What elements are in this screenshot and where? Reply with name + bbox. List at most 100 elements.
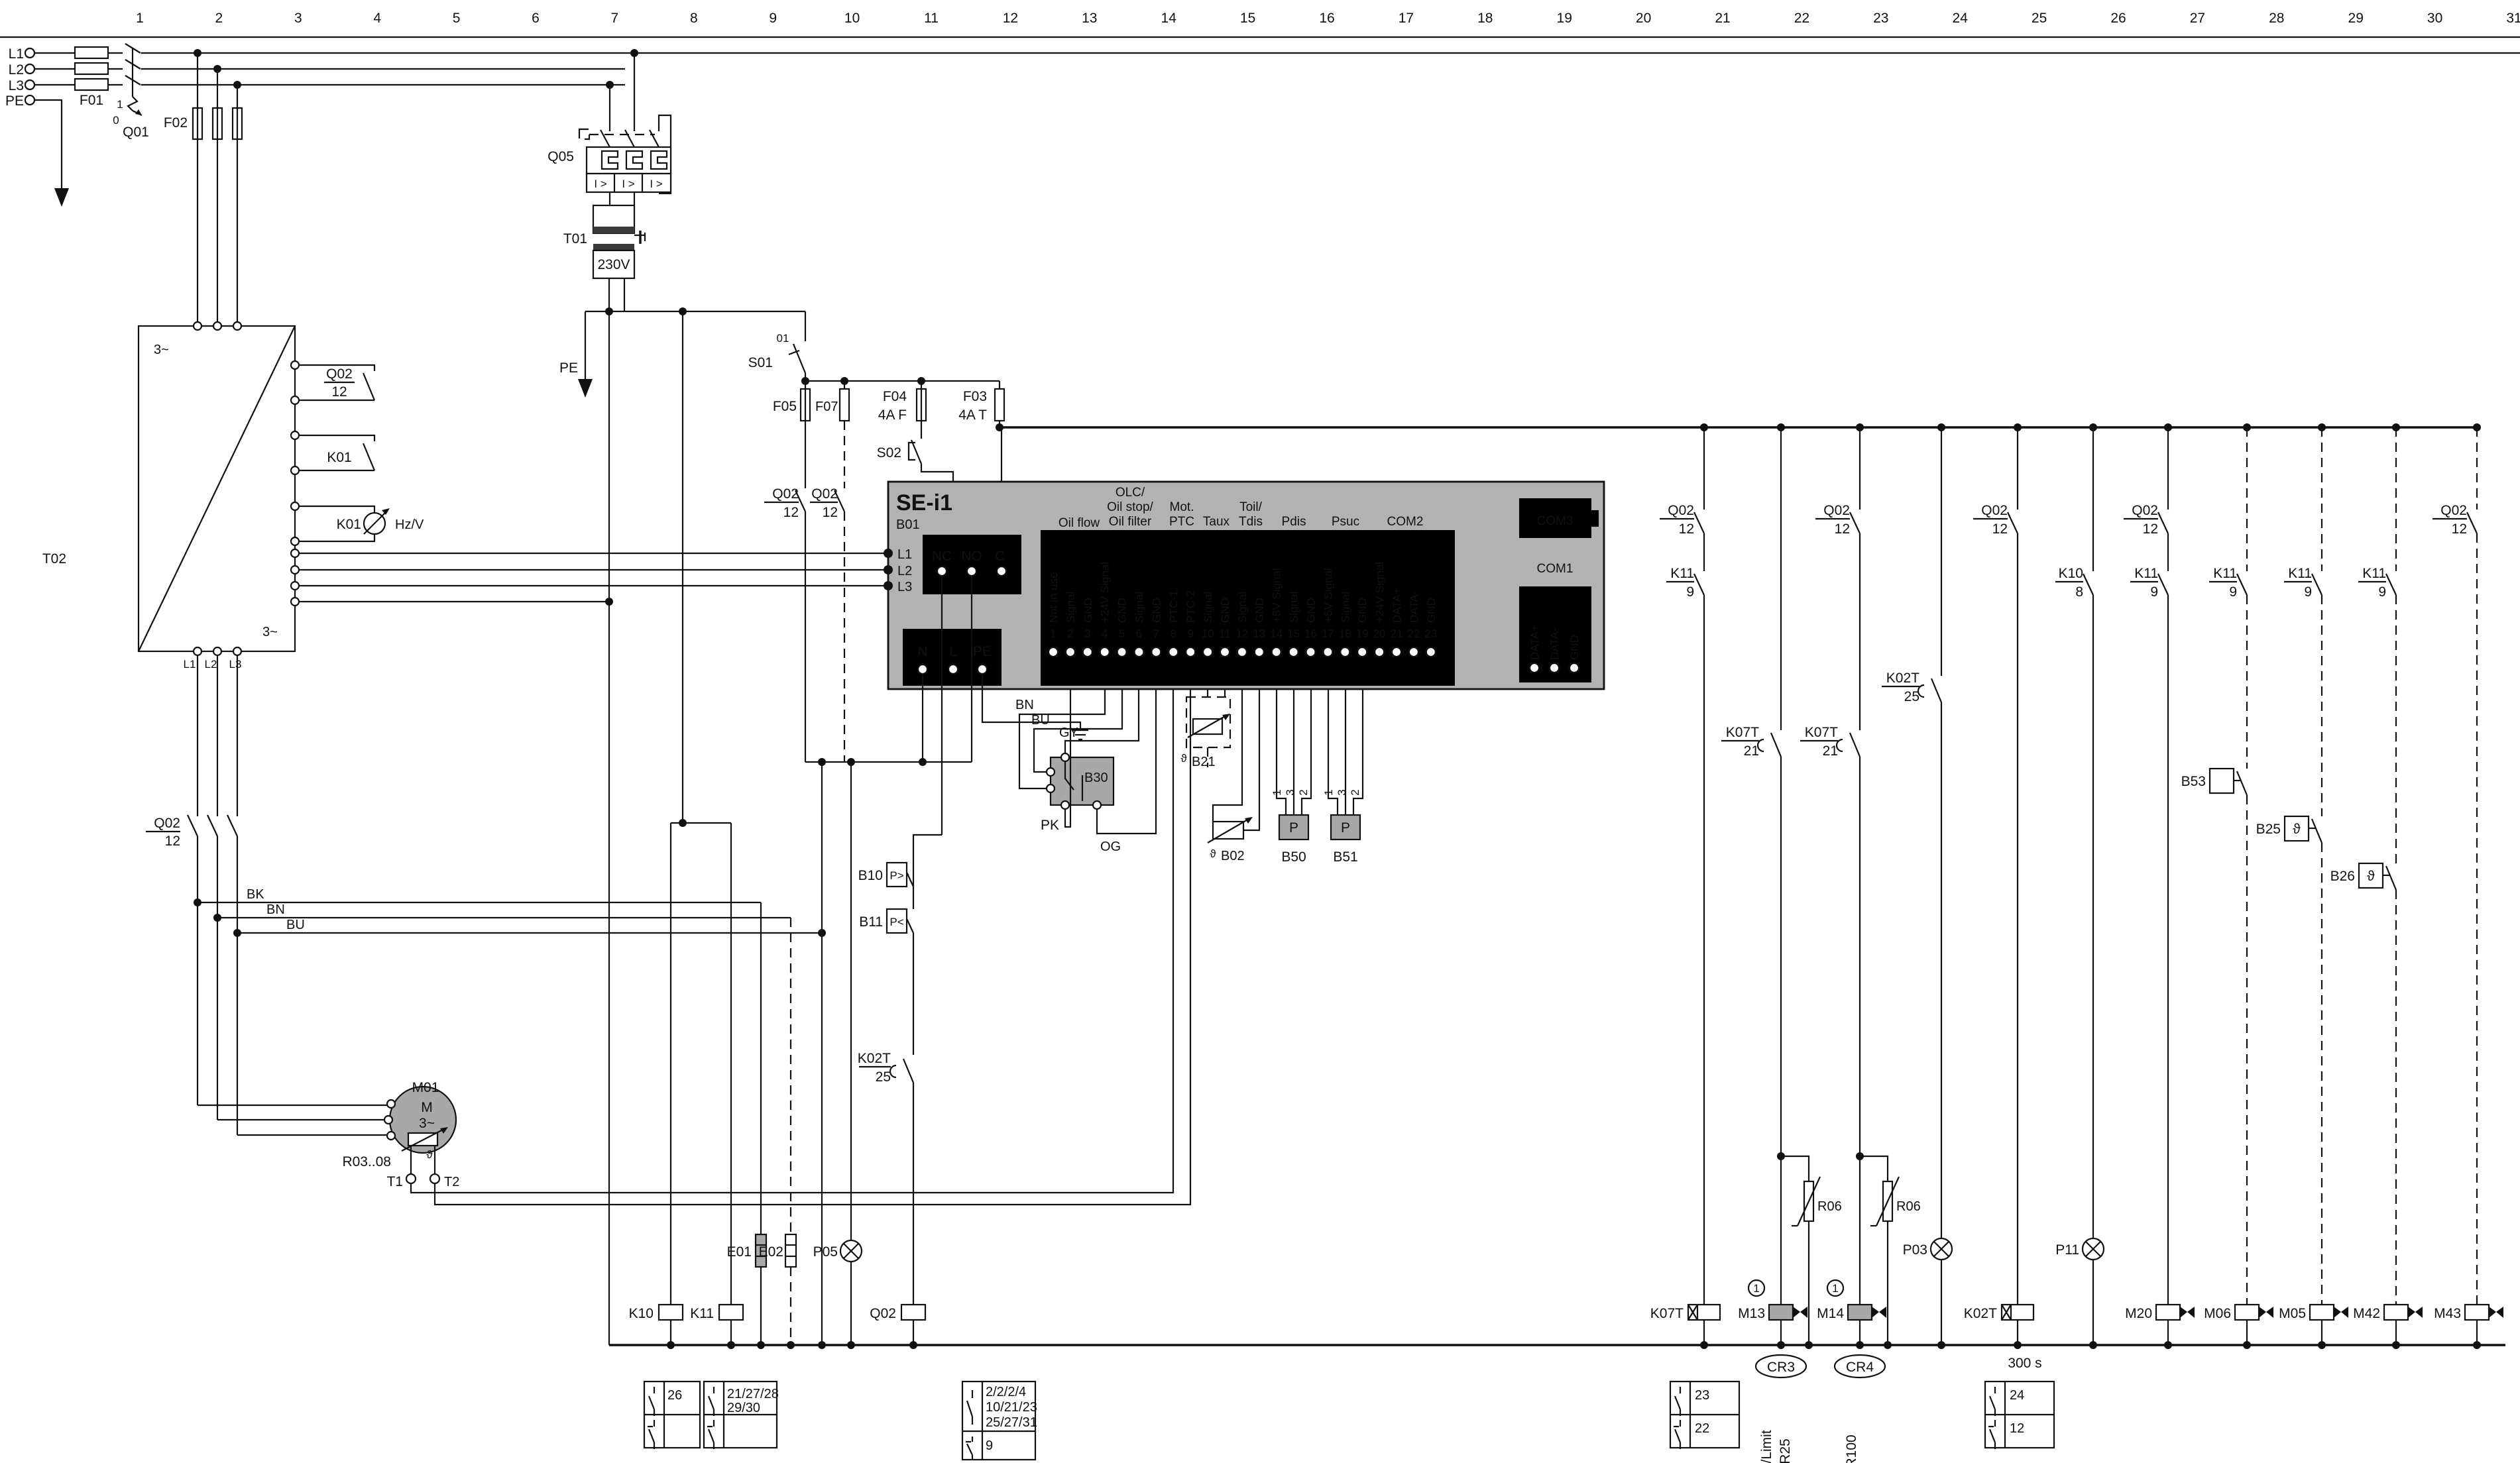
module-title: SE-i1 [896,490,952,515]
label-cr100: CR100 [1844,1435,1859,1463]
terminal-number: 23 [1424,627,1437,640]
label-s01: S01 [748,355,773,370]
label-t02: T02 [42,551,66,567]
label-b51: B51 [1333,849,1357,865]
label-t02-q02: Q02 [326,366,353,382]
label-r3-q02: Q02 [1823,503,1850,518]
module-ref: B01 [896,517,920,532]
terminal-label: GND [1356,598,1369,623]
ruler-number: 1 [136,11,144,26]
hdr-com1: COM1 [1537,562,1574,576]
ruler-number: 9 [769,11,777,26]
label-b53: B53 [2181,774,2206,789]
ruler-number: 27 [2190,11,2205,26]
com1-pin-circle [1548,662,1560,674]
terminal-label: PTC-2 [1184,590,1197,623]
ruler-number: 29 [2348,11,2364,26]
label-r7-k11: K11 [2134,566,2158,581]
label-bn2: BN [1015,698,1034,712]
label-pk: PK [1041,818,1059,833]
module-l3: L3 [897,580,912,594]
com1-pins: DATA+DATA-GND [1528,625,1581,674]
terminal-circle [1133,646,1145,658]
hdr-tdis: Tdis [1239,515,1263,529]
b30-oil-sensor: BN BU GY B30 PK OG [1015,689,1157,854]
module-l1: L1 [897,547,912,562]
label-k02t-contact-ref: 25 [876,1069,891,1085]
label-f04r: 4A F [878,407,907,423]
terminal-label: GND [1150,598,1163,623]
terminal-circle [1047,646,1059,658]
label-b26-theta: ϑ [2367,869,2375,884]
terminal-number: 13 [1253,627,1265,640]
k07t-no-refs: 23 [1695,1388,1709,1403]
label-r7-k11n: 9 [2150,584,2158,600]
label-k02t-coil: K02T [1964,1306,1997,1321]
terminal-label: GND [1219,598,1231,623]
label-cr3: CR3 [1767,1360,1795,1375]
label-hzv: Hz/V [395,517,424,532]
terminal-label: GND [1425,598,1438,623]
label-b51-p: P [1341,820,1350,836]
label-b21-theta: ϑ [1180,752,1187,765]
terminal-number: 7 [1153,627,1159,640]
terminal-circle [1082,646,1093,658]
label-m01: M01 [412,1080,439,1095]
terminal-number: 15 [1287,627,1300,640]
ruler-number: 15 [1240,11,1255,26]
label-r5-q02: Q02 [1981,503,2008,518]
hdr-oilflow: Oil flow [1059,516,1100,530]
label-r3-k07t: K07T [1805,725,1838,740]
label-b25: B25 [2256,822,2281,837]
label-q02-coil: Q02 [870,1306,896,1321]
q01-switch: 1 0 Q01 [113,43,149,140]
terminal-circle [1305,646,1316,658]
label-f03: F03 [963,389,987,404]
label-one2: 1 [1832,1282,1838,1295]
b50-sensor: 1 3 2 P B50 [1271,689,1312,865]
terminal-circle [1185,646,1196,658]
terminal-circle [1202,646,1214,658]
label-l3: L3 [9,78,24,93]
label-r7-q02n: 12 [2143,521,2158,537]
k02t-no-refs: 24 [2010,1388,2024,1403]
com1-pin-label: DATA- [1548,628,1561,660]
label-f03r: 4A T [958,407,987,423]
contact-tables: 26 21/27/28 29/30 2/2/2/4 10/21/23 25/27… [643,1380,2055,1461]
label-m06: M06 [2204,1306,2231,1321]
label-k11: K11 [690,1306,714,1321]
label-bn: BN [266,902,285,917]
label-m20: M20 [2125,1306,2152,1321]
relay-no: NO [961,549,982,564]
label-motor-theta: ϑ [426,1148,433,1161]
label-b50-pin2: 2 [1297,789,1310,795]
ruler-number: 23 [1873,11,1888,26]
label-m05: M05 [2279,1306,2306,1321]
ruler-number: 20 [1636,11,1651,26]
bottom-bus [609,1341,2505,1349]
ruler-number: 22 [1794,11,1809,26]
label-q05-i1: I > [594,178,606,190]
label-r1-q02: Q02 [1668,503,1694,518]
label-q05: Q05 [547,149,574,164]
ruler-number: 30 [2427,11,2442,26]
terminal-number: 22 [1407,627,1420,640]
terminal-number: 18 [1339,627,1351,640]
terminal-label: Signal [1202,592,1214,623]
label-q02-main-ref: 12 [165,834,180,849]
terminal-label: Signal [1339,592,1351,623]
label-r1-k11n: 9 [1686,584,1694,600]
terminal-number: 11 [1219,627,1231,640]
label-b02: B02 [1221,849,1245,863]
ruler-number: 28 [2269,11,2284,26]
label-r5-q02n: 12 [1992,521,2008,537]
se-i1-module: SE-i1 B01 L1 L2 L3 NC NO C N L PE Oil fl… [884,480,1605,690]
t02-inverter: 3~ 3~ T02 L1 L2 L3 Q02 12 K01 K01 Hz/V [42,321,884,671]
label-b50: B50 [1281,849,1306,865]
terminal-circle [1271,646,1282,658]
label-230v: 230V [597,257,630,272]
hdr-pdis: Pdis [1282,515,1306,529]
terminal-circle [1116,646,1127,658]
